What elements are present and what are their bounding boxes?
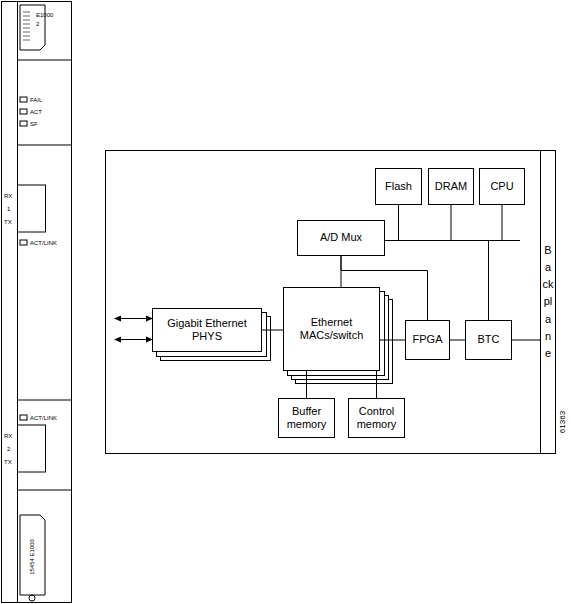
faceplate-outline [2,2,72,603]
switch-box: Ethernet MACs/switch [283,287,380,371]
card-name: 2 [36,21,39,27]
bus-line [500,240,520,241]
fpga-box: FPGA [405,320,450,360]
led-label: ACT/LINK [30,415,57,421]
node-text: CPU [490,180,513,193]
board-frame [106,151,556,454]
processor-box: CPU [479,168,525,205]
connector [385,241,489,321]
memory-box: Buffer memory [278,398,335,438]
ejector-bottom [20,515,45,595]
port-label: TX [4,459,12,465]
port-number: 2 [7,446,10,452]
connector [385,205,399,241]
led [20,240,27,245]
card-id: 15454 E1000 [29,539,35,575]
memory-box: Control memory [348,398,405,438]
node-text: Control memory [353,405,400,431]
ejector-top [20,5,45,50]
connector [385,205,502,241]
connector [385,205,451,241]
btc-box: BTC [465,320,512,360]
phy-box: Gigabit Ethernet PHYS [152,308,262,352]
memory-box: DRAM [428,168,474,205]
node-text: Ethernet MACs/switch [288,316,375,342]
node-text: DRAM [435,180,467,193]
node-text: BTC [478,333,500,346]
connector [376,371,377,398]
node-text: Flash [385,180,412,193]
port-2 [18,425,46,472]
node-text: FPGA [413,333,443,346]
screw [29,595,35,601]
connector [306,371,307,398]
led-label: FAIL [30,97,42,103]
port-number: 1 [7,206,10,212]
card-name: E1000 [36,12,53,18]
node-text: Buffer memory [283,405,330,431]
led-label: ACT/LINK [30,240,57,246]
led [20,121,27,126]
io-arrow [118,339,150,340]
connector [380,340,405,341]
io-arrow [118,318,150,319]
node-text: Backplane [543,242,554,361]
connector [262,330,283,331]
led-label: SF [30,121,38,127]
node-text: Gigabit Ethernet PHYS [157,317,257,343]
backplane-band: Backplane [540,151,555,453]
port-label: RX [4,193,12,199]
connector [512,340,540,341]
memory-box: Flash [375,168,422,205]
mux-box: A/D Mux [297,220,385,256]
port-label: RX [4,433,12,439]
led [20,97,27,102]
connector [450,340,465,341]
node-text: A/D Mux [320,231,362,244]
figure-number: 61363 [559,411,567,433]
port-1 [18,185,46,232]
port-label: TX [4,219,12,225]
led [20,109,27,114]
led [20,415,27,420]
led-label: ACT [30,109,42,115]
